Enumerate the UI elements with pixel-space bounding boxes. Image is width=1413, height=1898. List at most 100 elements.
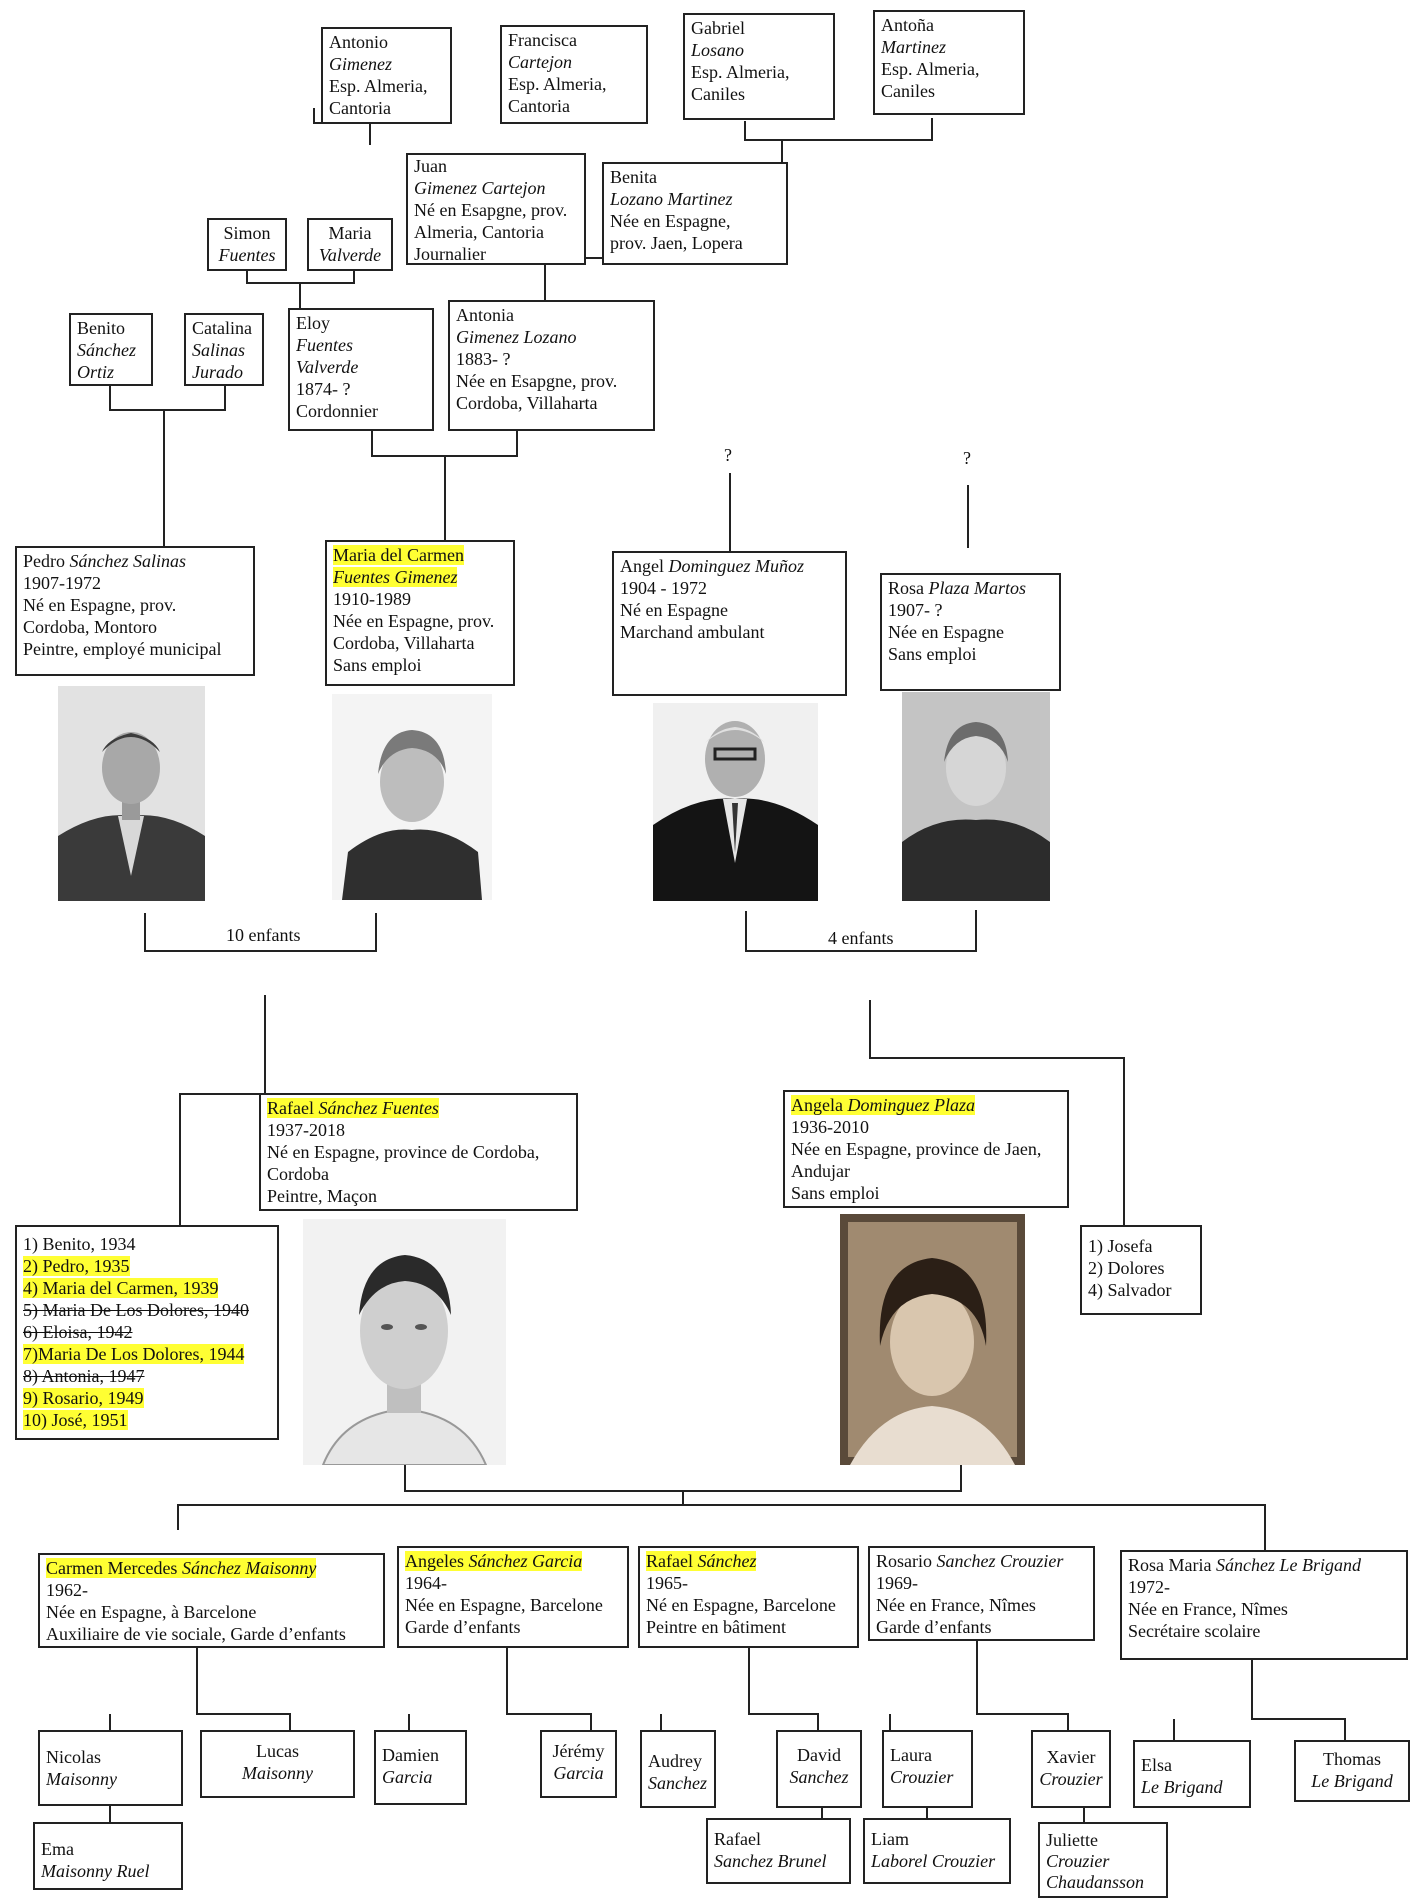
dates: 1965-	[646, 1573, 688, 1593]
full-name: Carmen Mercedes Sánchez Maisonny	[46, 1558, 317, 1578]
person-benita-lozano-martinez: Benita Lozano Martinez Née en Espagne, p…	[602, 162, 788, 265]
birth-place: prov. Jaen, Lopera	[610, 233, 743, 253]
person-benito-sanchez-ortiz: Benito Sánchez Ortiz	[69, 313, 153, 386]
dates: 1910-1989	[333, 589, 411, 609]
person-antonia-gimenez-lozano: Antonia Gimenez Lozano 1883- ? Née en Es…	[448, 300, 655, 431]
dates: 1907- ?	[888, 600, 943, 620]
birth: Née en Esapgne, prov.	[456, 371, 618, 391]
dates: 1937-2018	[267, 1120, 345, 1140]
full-name: Rosario Sanchez Crouzier	[876, 1550, 1087, 1572]
surname-1: Fuentes	[296, 335, 353, 355]
first-name: Juan	[414, 156, 447, 176]
first-name: Jérémy	[552, 1741, 605, 1761]
surname-2: Valverde	[296, 357, 359, 377]
first-name: David	[797, 1745, 841, 1765]
surname: Lozano Martinez	[610, 189, 733, 209]
first-name: Audrey	[648, 1751, 702, 1771]
first-name: Nicolas	[46, 1747, 101, 1767]
person-damien-garcia: Damien Garcia	[374, 1730, 467, 1805]
first-name: Francisca	[508, 30, 577, 50]
birth-place: Cordoba, Montoro	[23, 617, 157, 637]
first-name: Angel	[620, 556, 669, 576]
birth: Née en Espagne	[888, 622, 1004, 642]
siblings-list-angela: 1) Josefa 2) Dolores 4) Salvador	[1080, 1225, 1202, 1315]
occupation: Garde d’enfants	[876, 1617, 992, 1637]
birth-place: Almeria, Cantoria	[414, 222, 544, 242]
dates: 1904 - 1972	[620, 578, 707, 598]
siblings-list-rafael: 1) Benito, 1934 2) Pedro, 1935 4) Maria …	[15, 1225, 279, 1440]
first-name: Rosa	[888, 578, 929, 598]
full-name: Rosa Plaza Martos	[888, 577, 1053, 599]
person-maria-valverde: Maria Valverde	[307, 218, 393, 271]
first-name: Damien	[382, 1745, 439, 1765]
birth-place: Andujar	[791, 1161, 850, 1181]
surname: Dominguez Muñoz	[668, 556, 805, 576]
sibling-item: 1) Benito, 1934	[23, 1234, 136, 1254]
birth-place: Cordoba, Villaharta	[456, 393, 598, 413]
surname: Sánchez Salinas	[69, 551, 187, 571]
surname: Fuentes	[218, 245, 276, 265]
sibling-item: 5) Maria De Los Dolores, 1940	[23, 1300, 249, 1320]
surname: Sánchez Garcia	[468, 1551, 583, 1571]
photo-angela	[840, 1214, 1025, 1465]
person-david-sanchez: David Sanchez	[776, 1730, 862, 1808]
first-name: Simon	[223, 223, 271, 243]
person-elsa-le-brigand: Elsa Le Brigand	[1133, 1740, 1251, 1808]
sibling-item: 2) Pedro, 1935	[23, 1256, 130, 1276]
full-name: Angela Dominguez Plaza	[791, 1095, 975, 1115]
person-liam-laborel-crouzier: Liam Laborel Crouzier	[863, 1818, 1011, 1884]
first-name: Antonia	[456, 305, 514, 325]
surname: Sanchez	[789, 1767, 849, 1787]
surname: Losano	[691, 40, 745, 60]
occupation: Journalier	[414, 244, 486, 264]
occupation: Marchand ambulant	[620, 622, 765, 642]
sibling-item: 10) José, 1951	[23, 1410, 128, 1430]
first-name: Rafael	[714, 1829, 761, 1849]
person-thomas-le-brigand: Thomas Le Brigand	[1294, 1740, 1410, 1802]
unknown-parents-angel: ?	[724, 445, 732, 465]
full-name: Rafael Sánchez Fuentes	[267, 1098, 439, 1118]
origin-place: Cantoria	[508, 96, 570, 116]
first-name: Thomas	[1323, 1749, 1381, 1769]
person-rosa-maria-sanchez-le-brigand: Rosa Maria Sánchez Le Brigand 1972- Née …	[1120, 1550, 1408, 1660]
surname-2: Chaudansson	[1046, 1872, 1145, 1892]
birth: Né en Espagne, Barcelone	[646, 1595, 836, 1615]
surname: Fuentes Gimenez	[333, 567, 458, 587]
dates: 1907-1972	[23, 573, 101, 593]
origin-place: Caniles	[881, 81, 935, 101]
surname: Sanchez Crouzier	[936, 1551, 1064, 1571]
person-juliette-crouzier-chaudansson: Juliette Crouzier Chaudansson	[1038, 1822, 1168, 1898]
surname: Sanchez	[648, 1773, 707, 1793]
first-name: Lucas	[256, 1741, 299, 1761]
birth: Née en France, Nîmes	[1128, 1599, 1288, 1619]
occupation: Peintre, Maçon	[267, 1186, 377, 1206]
person-carmen-mercedes: Carmen Mercedes Sánchez Maisonny 1962- N…	[38, 1553, 385, 1648]
dates: 1962-	[46, 1580, 88, 1600]
occupation: Sans emploi	[333, 655, 422, 675]
photo-angel	[653, 703, 818, 901]
birth: Née en Espagne,	[610, 211, 731, 231]
unknown-parents-rosa: ?	[963, 448, 971, 468]
person-audrey-sanchez: Audrey Sanchez	[640, 1730, 716, 1808]
first-name: Carmen Mercedes	[46, 1558, 182, 1578]
surname: Garcia	[382, 1767, 433, 1787]
surname: Sánchez Fuentes	[318, 1098, 439, 1118]
person-angela-dominguez-plaza: Angela Dominguez Plaza 1936-2010 Née en …	[783, 1090, 1069, 1208]
sibling-item: 8) Antonia, 1947	[23, 1366, 145, 1386]
surname: Maisonny Ruel	[41, 1861, 150, 1881]
sibling-item: 7)Maria De Los Dolores, 1944	[23, 1344, 245, 1364]
birth: Née en France, Nîmes	[876, 1595, 1036, 1615]
sibling-item: 4) Maria del Carmen, 1939	[23, 1278, 219, 1298]
birth: Né en Esapgne, prov.	[414, 200, 568, 220]
first-name: Pedro	[23, 551, 70, 571]
person-gabriel-losano: Gabriel Losano Esp. Almeria, Caniles	[683, 13, 835, 120]
first-name: Rafael	[267, 1098, 319, 1118]
surname: Cartejon	[508, 52, 573, 72]
surname: Gimenez	[329, 54, 392, 74]
birth: Née en Espagne, prov.	[333, 611, 495, 631]
person-pedro-sanchez-salinas: Pedro Sánchez Salinas 1907-1972 Né en Es…	[15, 546, 255, 676]
person-antona-martinez: Antoña Martinez Esp. Almeria, Caniles	[873, 10, 1025, 115]
dates: 1964-	[405, 1573, 447, 1593]
first-name: Maria	[328, 223, 372, 243]
